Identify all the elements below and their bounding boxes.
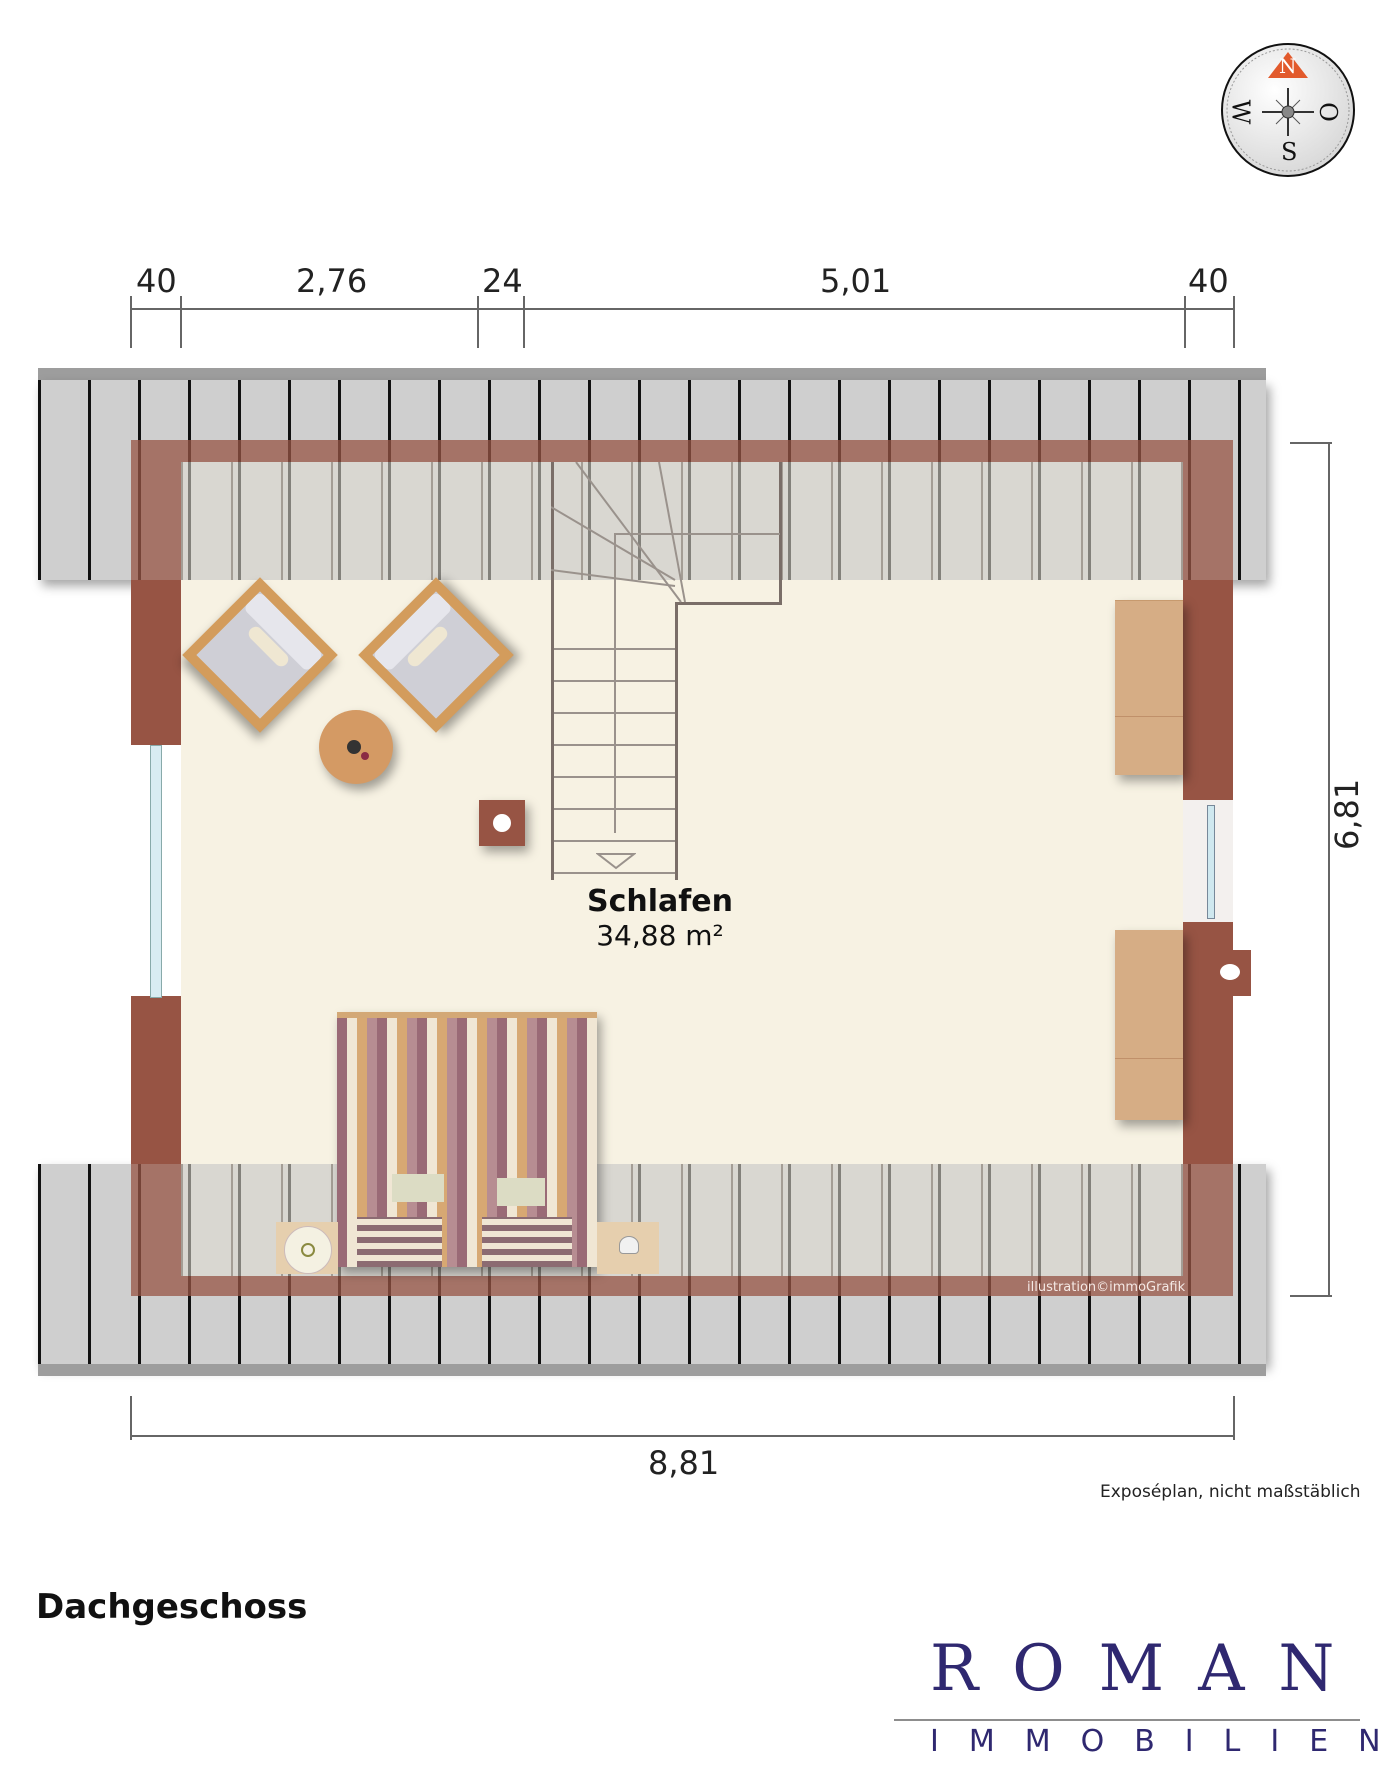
- wardrobe-upper: [1115, 600, 1183, 775]
- wall-bottom-left-corner: [131, 1164, 181, 1276]
- dim-top-5: 40: [1188, 262, 1229, 300]
- logo-divider: [894, 1719, 1360, 1721]
- wall-left-lower: [131, 996, 181, 1164]
- roof-edge-bottom: [38, 1364, 1266, 1376]
- wall-right-lower: [1183, 922, 1233, 1164]
- dim-bottom: 8,81: [648, 1444, 720, 1482]
- room-area: 34,88 m²: [596, 919, 724, 952]
- nightstand-right: [597, 1222, 659, 1274]
- watermark: illustration©immoGrafik: [1027, 1280, 1186, 1295]
- chimney-center: [479, 800, 525, 846]
- pillow-left: [392, 1174, 444, 1202]
- company-logo: ROMAN IMMOBILIEN: [890, 1620, 1381, 1760]
- nightstand-left: [276, 1222, 338, 1274]
- dim-right: 6,81: [1328, 778, 1366, 850]
- pillow-right: [497, 1178, 545, 1206]
- logo-line1: ROMAN: [930, 1632, 1369, 1706]
- wall-left-upper: [131, 580, 181, 745]
- wall-top: [131, 440, 1233, 462]
- logo-line2: IMMOBILIEN: [930, 1724, 1400, 1759]
- compass-south: S: [1281, 138, 1298, 166]
- compass-west: W: [1226, 99, 1255, 125]
- window-right-glass: [1207, 805, 1215, 919]
- window-left: [150, 745, 162, 998]
- dim-top-4: 5,01: [820, 262, 892, 300]
- compass-icon: [1221, 43, 1355, 177]
- dim-top-3: 24: [482, 262, 523, 300]
- room-label: Schlafen 34,88 m²: [560, 884, 760, 952]
- wall-bottom-right-corner: [1183, 1164, 1233, 1276]
- round-table: [319, 710, 393, 784]
- room-name: Schlafen: [586, 884, 734, 919]
- chimney-right-hole: [1220, 964, 1240, 980]
- compass-east: O: [1313, 102, 1342, 122]
- lamp-right-icon: [619, 1236, 639, 1254]
- teapot-icon: [347, 740, 361, 754]
- sloped-ceiling-top: [181, 462, 1183, 580]
- dim-top-1: 40: [136, 262, 177, 300]
- roof-edge-top: [38, 368, 1266, 380]
- winder-steps: [551, 462, 686, 603]
- stair-direction-arrow-icon: [596, 853, 636, 870]
- disclaimer: Exposéplan, nicht maßstäblich: [1100, 1482, 1361, 1502]
- wall-bottom: [131, 1276, 1233, 1296]
- floor-title: Dachgeschoss: [36, 1587, 308, 1627]
- double-bed: [337, 1012, 597, 1267]
- wall-top-left-corner: [131, 462, 181, 580]
- wall-right-upper: [1183, 580, 1233, 800]
- lamp-left-icon: [284, 1226, 332, 1274]
- chimney-right: [1233, 950, 1251, 996]
- compass-north: N: [1279, 54, 1297, 78]
- dim-top-2: 2,76: [296, 262, 368, 300]
- wall-top-right-corner: [1183, 462, 1233, 580]
- wardrobe-lower: [1115, 930, 1183, 1120]
- compass: N O S W: [1218, 40, 1358, 180]
- floor: [181, 580, 1183, 1164]
